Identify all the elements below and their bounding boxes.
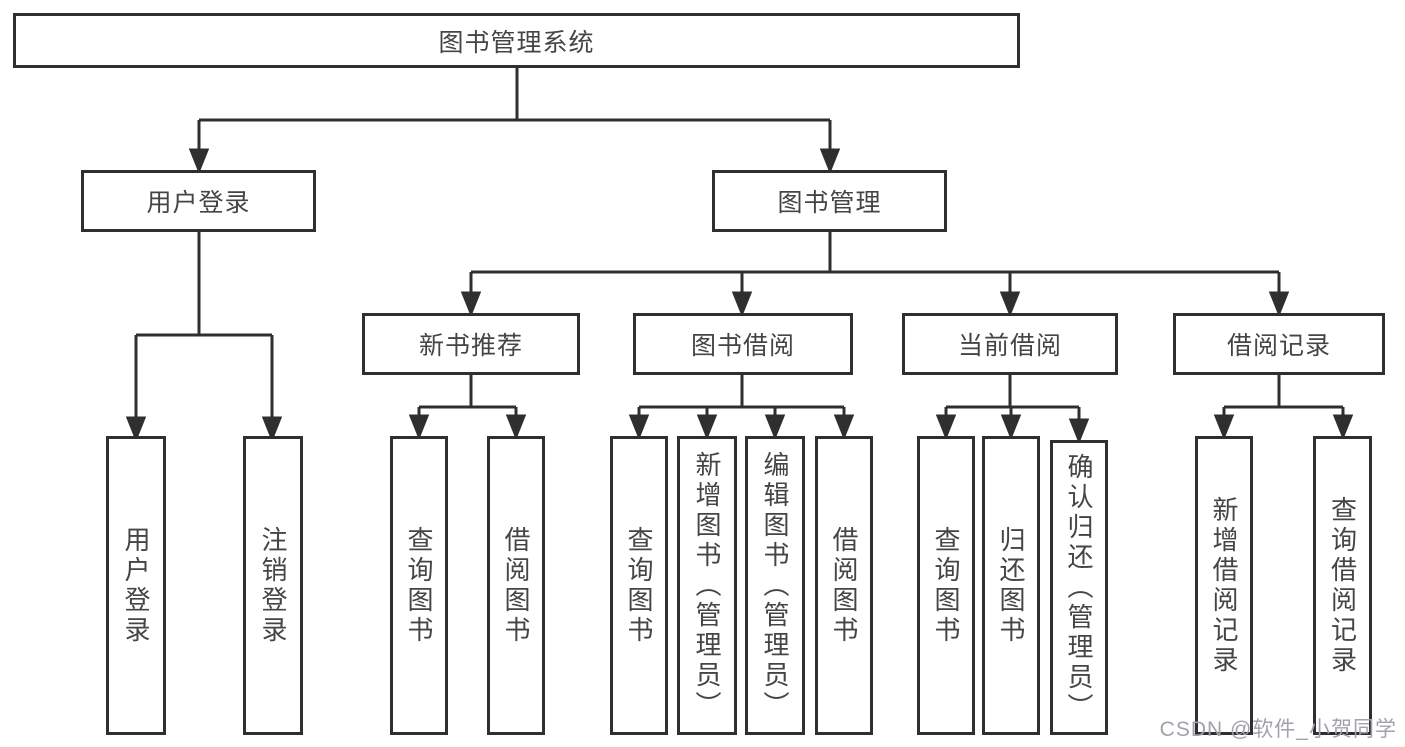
arrowhead bbox=[731, 291, 753, 318]
node-query-books-current: 查询图书 bbox=[917, 436, 975, 735]
arrowhead bbox=[1332, 414, 1354, 441]
node-return-book: 归还图书 bbox=[982, 436, 1040, 735]
node-confirm-return-admin-label: 确认归还（管理员） bbox=[1064, 452, 1094, 723]
node-book-management-label: 图书管理 bbox=[777, 189, 882, 217]
node-new-book-recommend: 新书推荐 bbox=[362, 313, 580, 375]
arrowhead bbox=[1068, 418, 1090, 445]
node-logout: 注销登录 bbox=[243, 436, 303, 735]
node-query-books-borrowing: 查询图书 bbox=[610, 436, 668, 735]
node-book-borrowing-label: 图书借阅 bbox=[690, 332, 795, 360]
node-book-management: 图书管理 bbox=[712, 170, 947, 232]
arrowhead bbox=[261, 416, 283, 443]
node-login: 用户登录 bbox=[106, 436, 166, 735]
node-confirm-return-admin: 确认归还（管理员） bbox=[1050, 440, 1108, 735]
node-borrow-book-label: 借阅图书 bbox=[829, 525, 859, 646]
node-return-book-label: 归还图书 bbox=[996, 525, 1026, 646]
node-query-borrow-record: 查询借阅记录 bbox=[1313, 436, 1372, 735]
arrowhead bbox=[628, 414, 650, 441]
arrowhead bbox=[408, 414, 430, 441]
node-borrow-book-recommend-label: 借阅图书 bbox=[501, 525, 531, 646]
arrowhead bbox=[819, 148, 841, 175]
arrowhead bbox=[696, 414, 718, 441]
node-add-borrow-record: 新增借阅记录 bbox=[1195, 436, 1253, 735]
node-library-system: 图书管理系统 bbox=[13, 13, 1020, 68]
node-borrow-records: 借阅记录 bbox=[1173, 313, 1385, 375]
arrowhead bbox=[999, 291, 1021, 318]
arrowhead bbox=[188, 148, 210, 175]
node-query-books-recommend-label: 查询图书 bbox=[404, 525, 434, 646]
node-query-books-borrowing-label: 查询图书 bbox=[624, 525, 654, 646]
arrowhead bbox=[460, 291, 482, 318]
node-logout-label: 注销登录 bbox=[258, 525, 288, 646]
node-user-login-group: 用户登录 bbox=[81, 170, 316, 232]
node-book-borrowing: 图书借阅 bbox=[633, 313, 853, 375]
node-login-label: 用户登录 bbox=[121, 525, 151, 646]
arrowhead bbox=[833, 414, 855, 441]
node-edit-book-admin: 编辑图书（管理员） bbox=[745, 436, 805, 735]
node-current-borrowing: 当前借阅 bbox=[902, 313, 1118, 375]
node-current-borrowing-label: 当前借阅 bbox=[957, 332, 1062, 360]
node-borrow-records-label: 借阅记录 bbox=[1226, 332, 1331, 360]
arrowhead bbox=[935, 414, 957, 441]
arrowhead bbox=[1213, 414, 1235, 441]
node-add-borrow-record-label: 新增借阅记录 bbox=[1209, 495, 1239, 676]
node-add-book-admin-label: 新增图书（管理员） bbox=[692, 450, 722, 721]
watermark-text: CSDN @软件_小贺同学 bbox=[1159, 718, 1397, 741]
node-user-login-group-label: 用户登录 bbox=[146, 189, 251, 217]
node-new-book-recommend-label: 新书推荐 bbox=[418, 332, 523, 360]
node-query-books-current-label: 查询图书 bbox=[931, 525, 961, 646]
arrowhead bbox=[1268, 291, 1290, 318]
arrowhead bbox=[1000, 414, 1022, 441]
node-add-book-admin: 新增图书（管理员） bbox=[677, 436, 737, 735]
arrowhead bbox=[505, 414, 527, 441]
arrowhead bbox=[125, 416, 147, 443]
node-borrow-book-recommend: 借阅图书 bbox=[487, 436, 545, 735]
node-edit-book-admin-label: 编辑图书（管理员） bbox=[760, 450, 790, 721]
node-query-books-recommend: 查询图书 bbox=[390, 436, 448, 735]
node-query-borrow-record-label: 查询借阅记录 bbox=[1327, 495, 1358, 676]
node-library-system-label: 图书管理系统 bbox=[438, 28, 595, 57]
arrowhead bbox=[764, 414, 786, 441]
node-borrow-book: 借阅图书 bbox=[815, 436, 873, 735]
